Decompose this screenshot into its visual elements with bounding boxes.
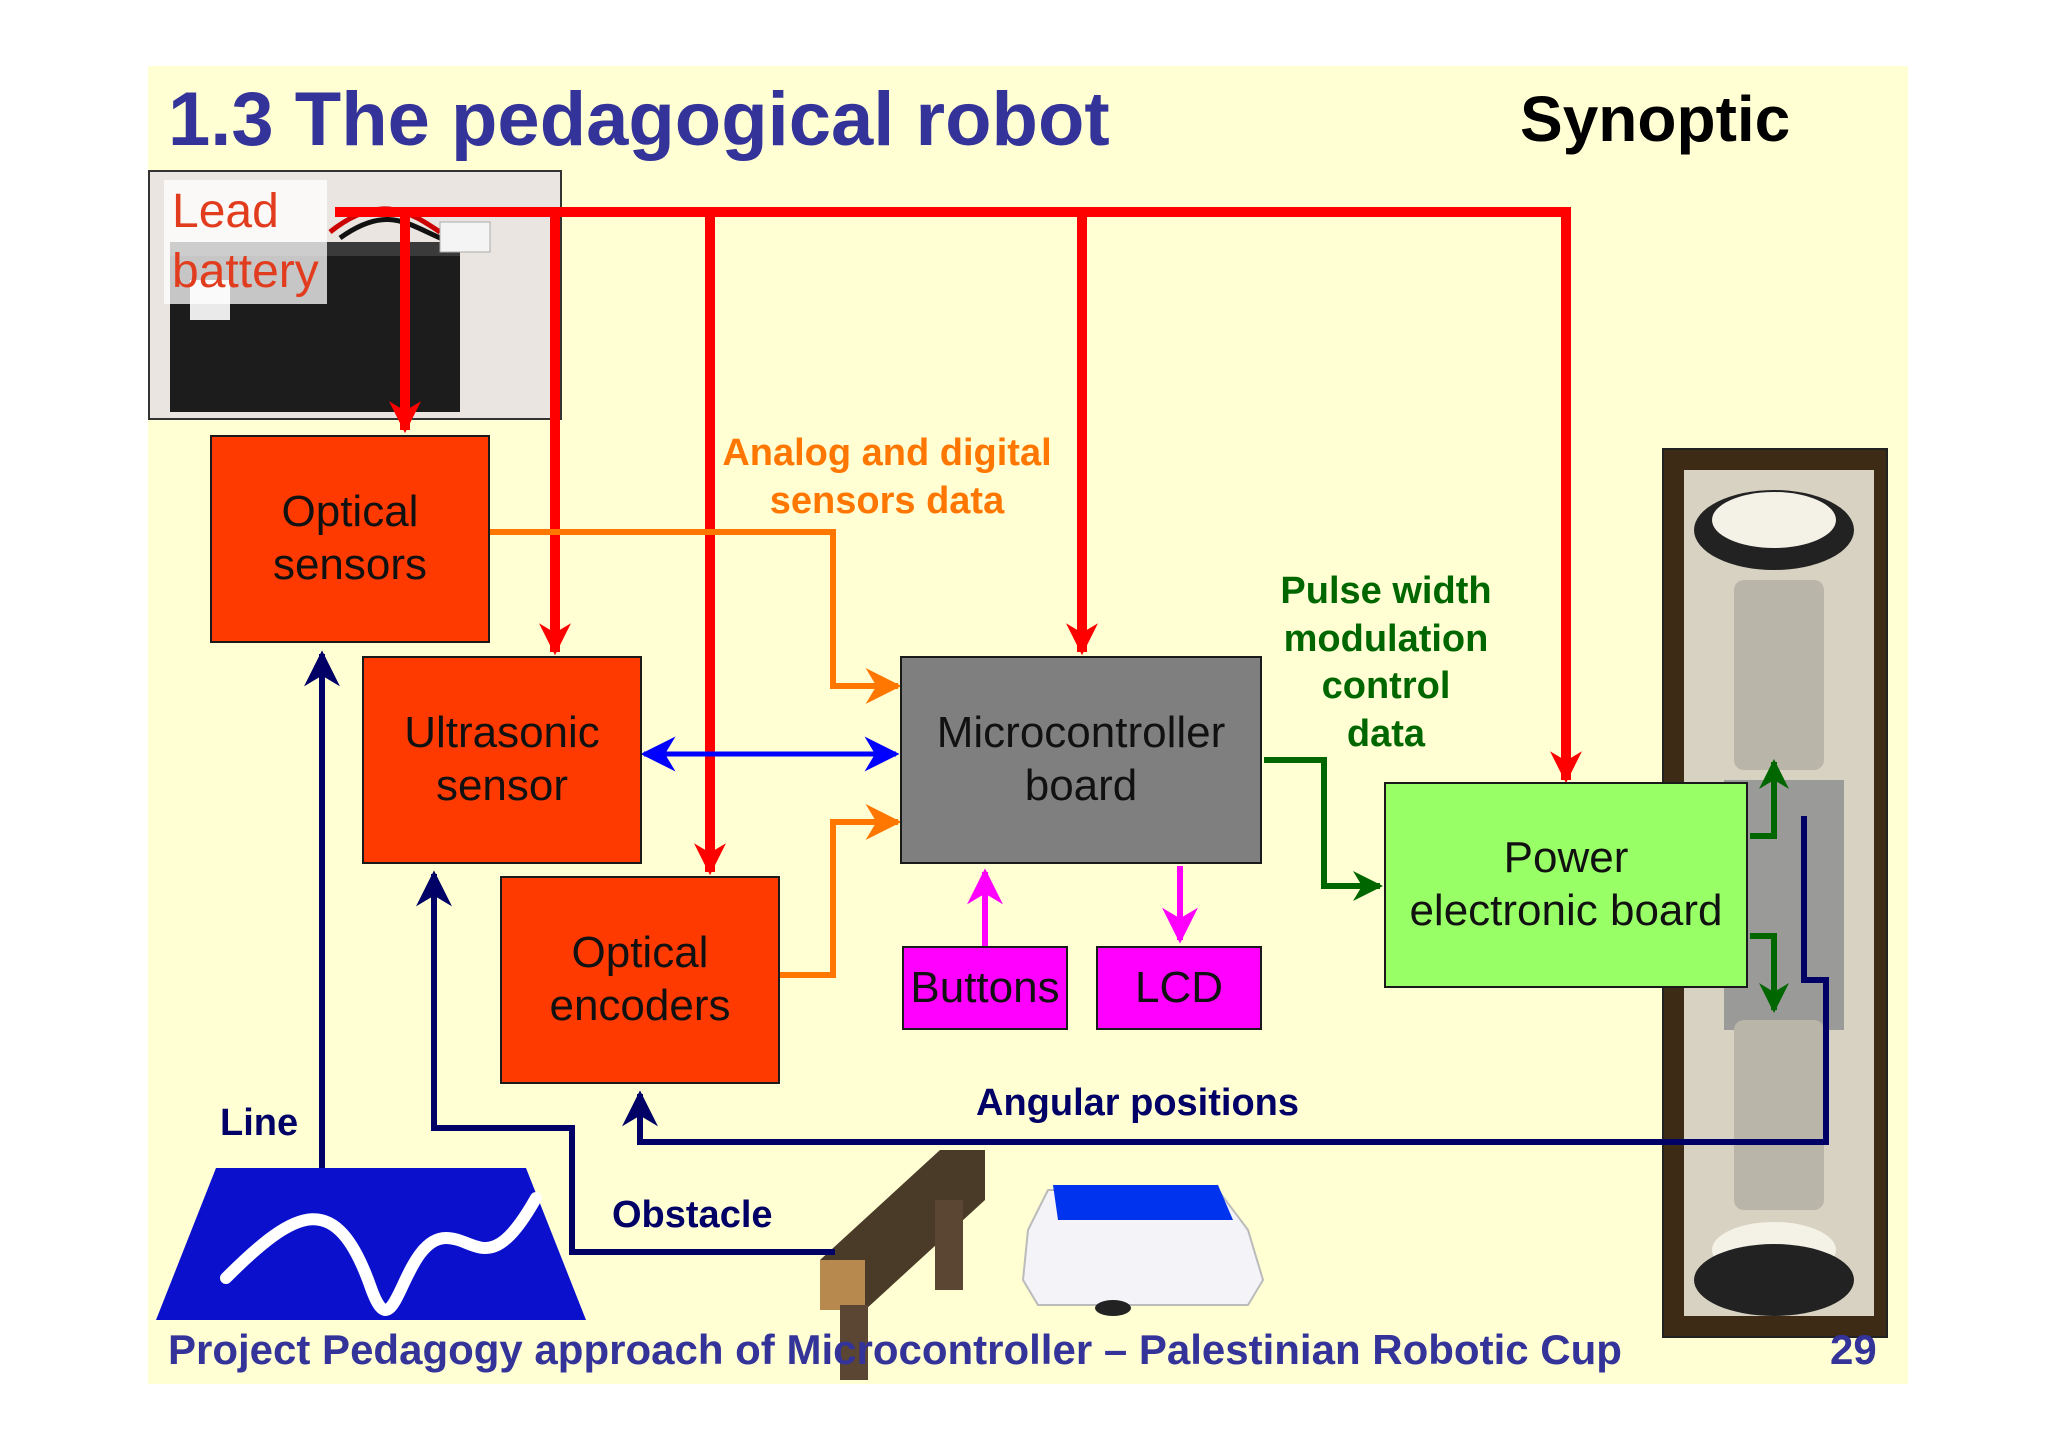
- microcontroller-block[interactable]: Microcontroller board: [900, 656, 1262, 864]
- power-board-block[interactable]: Power electronic board: [1384, 782, 1748, 988]
- obstacle-icon: [820, 1150, 985, 1380]
- optical-encoders-block[interactable]: Optical encoders: [500, 876, 780, 1084]
- battery-label: Lead battery: [164, 180, 327, 304]
- analog-digital-label: Analog and digital sensors data: [722, 432, 1052, 522]
- footer-text: Project Pedagogy approach of Microcontro…: [168, 1326, 1622, 1373]
- page-number: 29: [1830, 1326, 1877, 1373]
- page-title: 1.3 The pedagogical robot: [168, 77, 1110, 162]
- ultrasonic-sensor-block[interactable]: Ultrasonic sensor: [362, 656, 642, 864]
- lcd-block[interactable]: LCD: [1096, 946, 1262, 1030]
- sensor-data-wires: [488, 529, 902, 978]
- pwm-label: Pulse width modulation control data: [1280, 570, 1492, 755]
- optical-sensors-block[interactable]: Optical sensors: [210, 435, 490, 643]
- line-track-icon: [156, 1168, 586, 1320]
- robot-icon: [1021, 1185, 1265, 1316]
- buttons-block[interactable]: Buttons: [902, 946, 1068, 1030]
- feedback-wires: [304, 650, 1829, 1255]
- pwm-wires: [1264, 757, 1789, 1013]
- angular-positions-label: Angular positions: [976, 1082, 1299, 1124]
- line-label: Line: [220, 1102, 299, 1144]
- page-subtitle: Synoptic: [1520, 83, 1791, 155]
- obstacle-label: Obstacle: [612, 1194, 773, 1236]
- io-wires: [967, 866, 1198, 946]
